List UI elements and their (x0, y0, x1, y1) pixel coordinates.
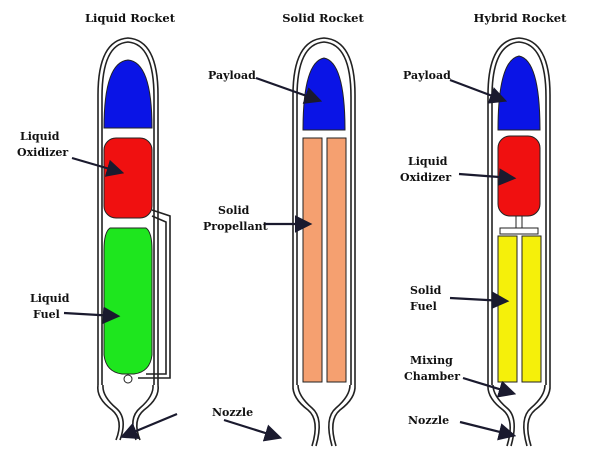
liquid-oxidizer-label-2: Oxidizer (17, 146, 68, 159)
mixing-chamber-label-1: Mixing (410, 354, 453, 367)
hybrid-solid-fuel-left (497, 235, 518, 383)
solid-payload-label: Payload (208, 69, 256, 82)
hybrid-fuel-label-1: Solid (410, 284, 442, 297)
solid-propellant-left (302, 137, 323, 383)
solid-rocket-title: Solid Rocket (282, 11, 364, 25)
hybrid-oxidizer-label-2: Oxidizer (400, 171, 451, 184)
liquid-rocket-title: Liquid Rocket (85, 11, 176, 25)
liquid-fuel-tank (103, 227, 153, 375)
hybrid-solid-fuel-right (521, 235, 542, 383)
solid-payload (302, 57, 346, 131)
liquid-fuel-label-2: Fuel (33, 308, 60, 321)
solid-propellant-label-1: Solid (218, 204, 250, 217)
hybrid-payload-label: Payload (403, 69, 451, 82)
liquid-oxidizer-label-1: Liquid (20, 130, 60, 143)
hybrid-nozzle-label: Nozzle (408, 414, 449, 427)
hybrid-rocket (487, 37, 551, 447)
hybrid-oxidizer-label-1: Liquid (408, 155, 448, 168)
nozzle-label: Nozzle (212, 406, 253, 419)
hybrid-fuel-label-2: Fuel (410, 300, 437, 313)
liquid-rocket (96, 37, 171, 441)
mixing-chamber-label-2: Chamber (404, 370, 460, 383)
hybrid-oxidizer-tank (497, 135, 541, 217)
liquid-oxidizer-tank (103, 137, 153, 219)
solid-propellant-right (326, 137, 347, 383)
liquid-payload (103, 59, 153, 129)
hybrid-rocket-title: Hybrid Rocket (474, 11, 568, 25)
liquid-fuel-label-1: Liquid (30, 292, 70, 305)
solid-rocket (292, 37, 356, 447)
solid-propellant-label-2: Propellant (203, 220, 269, 233)
hybrid-payload (497, 55, 541, 131)
